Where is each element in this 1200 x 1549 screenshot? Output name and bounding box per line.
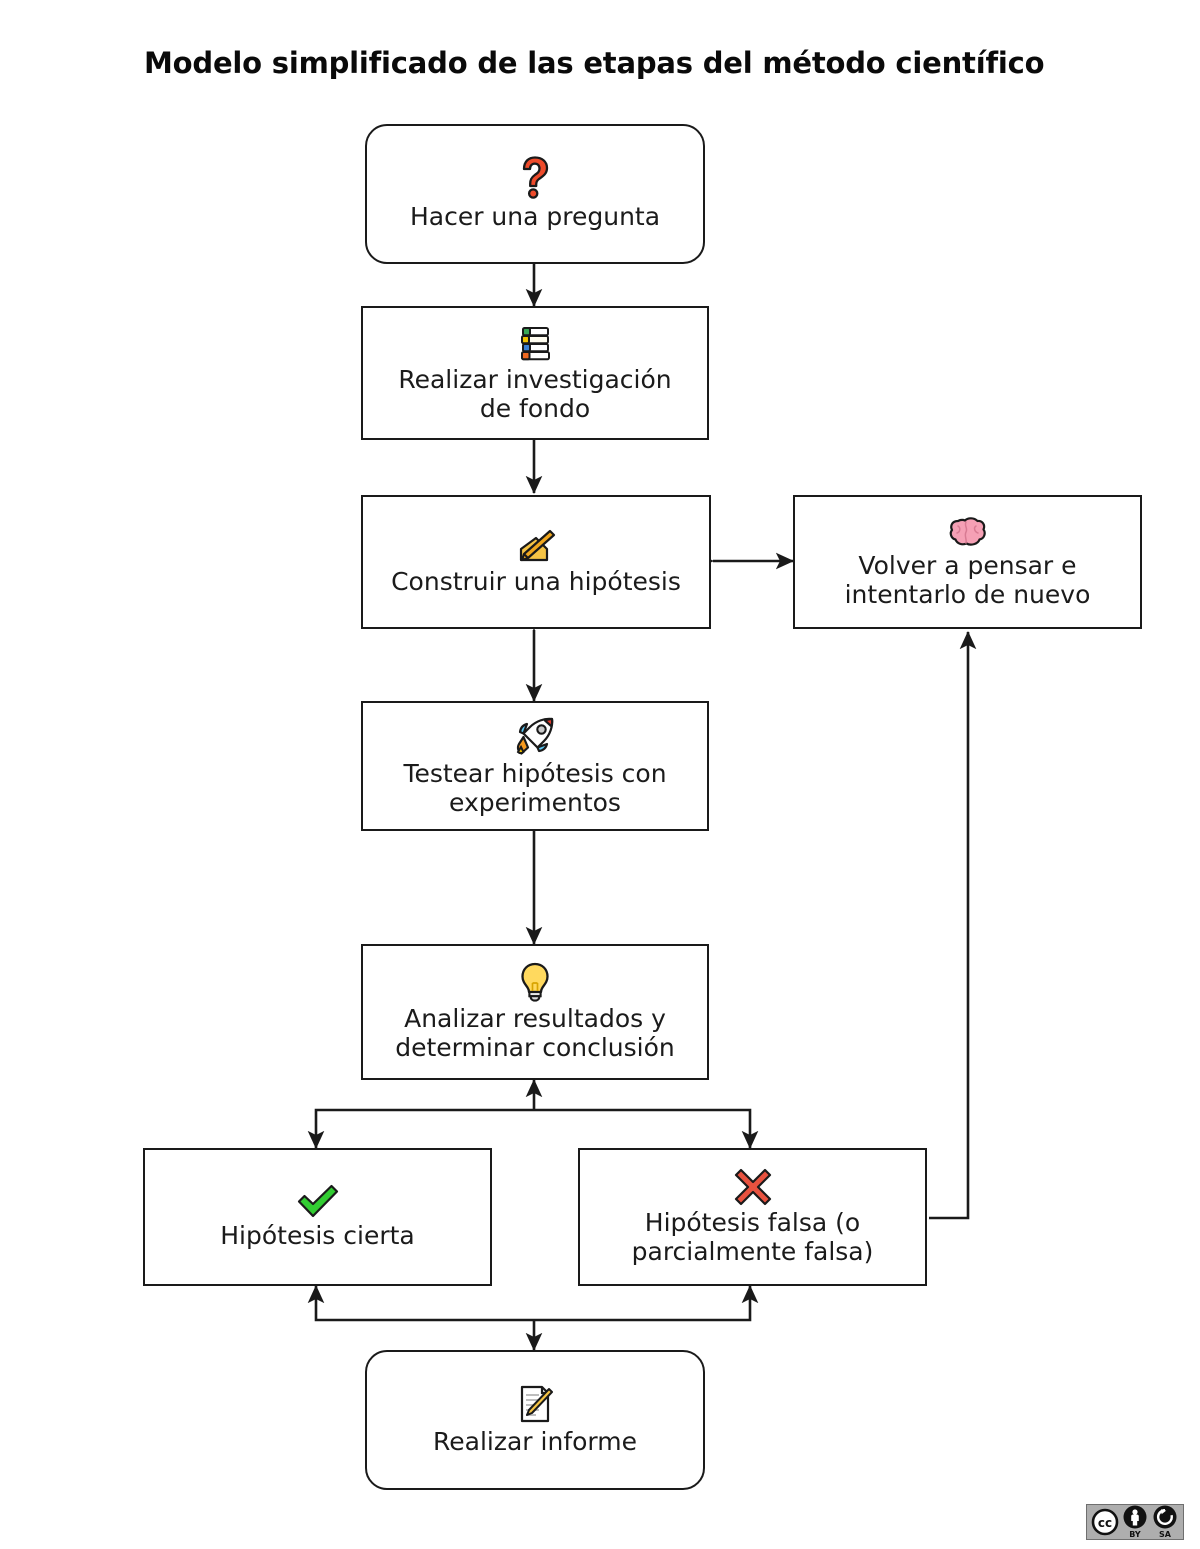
- page-title: Modelo simplificado de las etapas del mé…: [144, 46, 1045, 80]
- node-hipotesis-cierta[interactable]: Hipótesis cierta: [143, 1148, 492, 1286]
- node-hipotesis-falsa[interactable]: Hipótesis falsa (o parcialmente falsa): [578, 1148, 927, 1286]
- node-analizar-resultados-y-determinar-conclusion[interactable]: Analizar resultados y determinar conclus…: [361, 944, 709, 1080]
- node-construir-una-hipotesis[interactable]: Construir una hipótesis: [361, 495, 711, 629]
- svg-text:cc: cc: [1098, 1516, 1112, 1530]
- node-label: Realizar informe: [433, 1427, 637, 1457]
- node-label: Hipótesis falsa (o parcialmente falsa): [631, 1207, 874, 1266]
- memo-icon: [516, 1383, 554, 1425]
- question-mark-icon: [518, 156, 552, 200]
- books-icon: [515, 323, 555, 363]
- cc-circle-icon: cc: [1091, 1508, 1119, 1536]
- node-label: Realizar investigación de fondo: [398, 364, 672, 423]
- node-label: Testear hipótesis con experimentos: [403, 758, 667, 817]
- check-mark-icon: [296, 1183, 340, 1219]
- cc-by-sa-license-badge[interactable]: cc BY SA: [1086, 1504, 1184, 1540]
- node-testear-hipotesis-con-experimentos[interactable]: Testear hipótesis con experimentos: [361, 701, 709, 831]
- node-label: Analizar resultados y determinar conclus…: [395, 1003, 675, 1062]
- node-realizar-informe[interactable]: Realizar informe: [365, 1350, 705, 1490]
- brain-icon: [948, 515, 988, 549]
- node-realizar-investigacion-de-fondo[interactable]: Realizar investigación de fondo: [361, 306, 709, 440]
- node-label: Volver a pensar e intentarlo de nuevo: [844, 550, 1091, 609]
- node-label: Hacer una pregunta: [409, 202, 661, 232]
- share-alike-icon: SA: [1151, 1505, 1179, 1539]
- node-label: Hipótesis cierta: [220, 1221, 415, 1251]
- cross-mark-icon: [734, 1168, 772, 1206]
- node-hacer-una-pregunta[interactable]: Hacer una pregunta: [365, 124, 705, 264]
- by-label: BY: [1129, 1530, 1141, 1539]
- sa-label: SA: [1159, 1530, 1172, 1539]
- light-bulb-icon: [520, 962, 550, 1002]
- rocket-icon: [514, 715, 556, 757]
- attribution-person-icon: BY: [1121, 1505, 1149, 1539]
- node-volver-a-pensar-e-intentarlo-de-nuevo[interactable]: Volver a pensar e intentarlo de nuevo: [793, 495, 1142, 629]
- node-label: Construir una hipótesis: [391, 567, 681, 597]
- writing-hand-icon: [514, 527, 558, 565]
